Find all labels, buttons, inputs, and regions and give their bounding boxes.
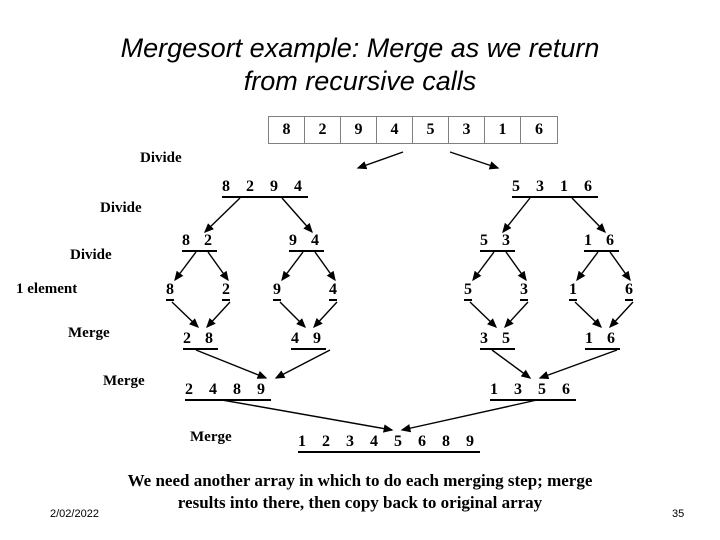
group-merge-final: 1 2 3 4 5 6 8 9 xyxy=(298,433,480,453)
footnote-line-2: results into there, then copy back to or… xyxy=(177,493,543,512)
label-divide-3: Divide xyxy=(70,247,112,263)
group-divide-quarter-3: 5 3 xyxy=(480,232,515,252)
label-one-element: 1 element xyxy=(16,281,78,297)
array-cell: 4 xyxy=(377,117,413,143)
label-merge-1: Merge xyxy=(68,325,110,341)
title-line-1: Mergesort example: Merge as we return xyxy=(120,33,600,63)
array-cell: 3 xyxy=(449,117,485,143)
array-cell: 5 xyxy=(413,117,449,143)
single-element: 5 xyxy=(464,281,472,301)
group-divide-quarter-1: 8 2 xyxy=(182,232,217,252)
single-element: 6 xyxy=(625,281,633,301)
array-cell: 2 xyxy=(305,117,341,143)
single-element: 1 xyxy=(569,281,577,301)
array-cell: 6 xyxy=(535,121,543,138)
arrow-merge-singles xyxy=(171,301,634,329)
label-merge-2: Merge xyxy=(103,373,145,389)
group-merge-pair-4: 1 6 xyxy=(585,330,620,350)
group-divide-half-right: 5 3 1 6 xyxy=(512,178,598,198)
single-element: 2 xyxy=(222,281,230,301)
footnote-line-1: We need another array in which to do eac… xyxy=(127,471,593,490)
arrow-merge-final xyxy=(221,399,538,433)
group-divide-half-left: 8 2 9 4 xyxy=(222,178,308,198)
arrow-split-quarters xyxy=(174,251,631,282)
footnote: We need another array in which to do eac… xyxy=(60,470,660,514)
label-divide-2: Divide xyxy=(100,200,142,216)
title-line-2: from recursive calls xyxy=(243,66,477,96)
group-merge-quad-left: 2 4 8 9 xyxy=(185,381,271,401)
single-element: 3 xyxy=(520,281,528,301)
label-merge-3: Merge xyxy=(190,429,232,445)
group-merge-quad-right: 1 3 5 6 xyxy=(490,381,576,401)
single-element: 4 xyxy=(329,281,337,301)
arrow-split-right-half xyxy=(502,197,606,234)
footer-date: 2/02/2022 xyxy=(50,508,99,520)
arrow-split-root xyxy=(356,151,500,170)
arrow-merge-pairs xyxy=(195,349,618,380)
array-cell: 9 xyxy=(341,117,377,143)
footer-page-number: 35 xyxy=(672,508,685,520)
array-cell: 8 xyxy=(269,117,305,143)
group-divide-quarter-4: 1 6 xyxy=(584,232,619,252)
group-merge-pair-1: 2 8 xyxy=(183,330,218,350)
group-divide-quarter-2: 9 4 xyxy=(289,232,324,252)
arrow-split-left-half xyxy=(203,197,313,234)
page-title: Mergesort example: Merge as we return fr… xyxy=(50,32,670,98)
array-cell: 1 xyxy=(485,117,521,143)
input-array: 8 2 9 4 5 3 1 6 xyxy=(268,116,558,144)
group-merge-pair-3: 3 5 xyxy=(480,330,515,350)
group-merge-pair-2: 4 9 xyxy=(291,330,326,350)
single-element: 9 xyxy=(273,281,281,301)
label-divide-1: Divide xyxy=(140,150,182,166)
single-element: 8 xyxy=(166,281,174,301)
